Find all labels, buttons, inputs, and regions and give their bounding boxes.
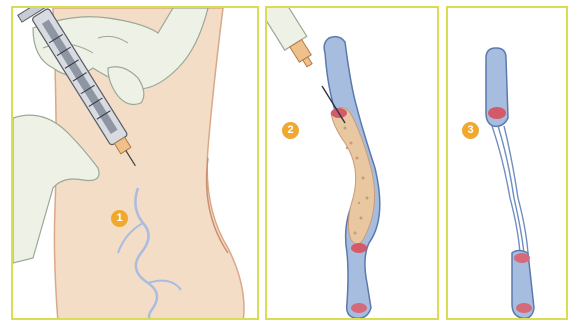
collapsed-strands bbox=[492, 126, 528, 253]
step-1-badge: 1 bbox=[111, 210, 128, 227]
step-3-badge: 3 bbox=[462, 122, 479, 139]
valve-bottom bbox=[351, 243, 367, 253]
foam-vein-illustration bbox=[267, 8, 439, 320]
vein-foam bbox=[331, 108, 375, 244]
leg-injection-illustration bbox=[13, 8, 259, 320]
step-3-panel: 3 bbox=[446, 6, 568, 320]
collapsed-vein-illustration bbox=[448, 8, 568, 320]
syringe-tip bbox=[267, 8, 321, 72]
step-2-badge: 2 bbox=[282, 122, 299, 139]
step-2-panel: 2 bbox=[265, 6, 439, 320]
step-1-panel: 1 bbox=[11, 6, 259, 320]
